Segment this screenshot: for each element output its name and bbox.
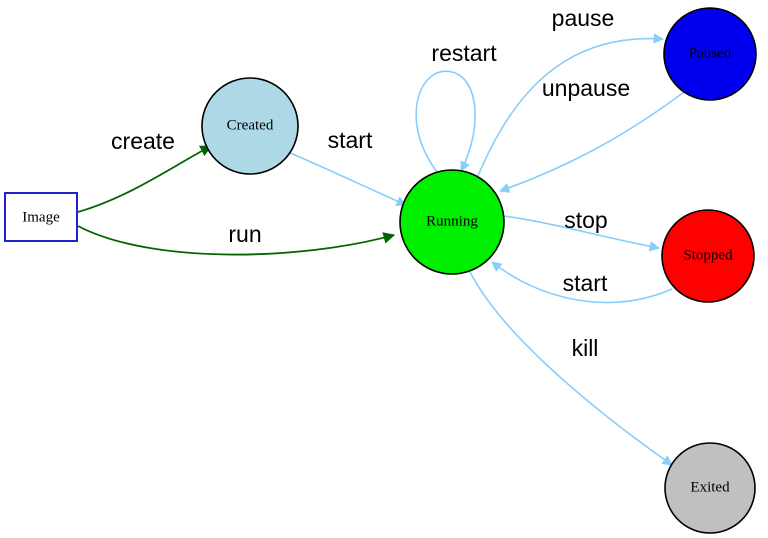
edge-restart-path bbox=[415, 70, 476, 173]
edge-stop-path bbox=[503, 215, 661, 252]
node-created[interactable]: Created bbox=[201, 77, 299, 175]
nodes-layer: Image Created Running Paused Stopped Exi bbox=[4, 7, 757, 534]
edge-run-path bbox=[77, 225, 396, 256]
edge-label-pause: pause bbox=[552, 5, 615, 31]
edge-label-start-created: start bbox=[328, 127, 373, 153]
node-created-circle[interactable] bbox=[201, 77, 299, 175]
edge-pause-path bbox=[477, 33, 665, 177]
edge-label-start-stopped: start bbox=[563, 270, 608, 296]
edge-label-create: create bbox=[111, 128, 175, 154]
edge-unpause-path bbox=[499, 91, 685, 193]
edge-kill-path bbox=[469, 271, 673, 466]
edge-create-path bbox=[77, 145, 213, 213]
edges-layer bbox=[77, 33, 685, 466]
node-running-circle[interactable] bbox=[399, 169, 505, 275]
node-exited[interactable]: Exited bbox=[664, 442, 756, 534]
node-running[interactable]: Running bbox=[399, 169, 505, 275]
edge-start-stopped-path bbox=[491, 261, 673, 304]
edge-labels-layer: create run start restart pause unpause s… bbox=[111, 5, 630, 361]
edge-label-kill: kill bbox=[572, 335, 599, 361]
node-stopped-circle[interactable] bbox=[661, 209, 755, 303]
edge-label-run: run bbox=[228, 221, 261, 247]
node-paused-circle[interactable] bbox=[663, 7, 757, 101]
edge-label-unpause: unpause bbox=[542, 75, 630, 101]
node-paused[interactable]: Paused bbox=[663, 7, 757, 101]
node-exited-circle[interactable] bbox=[664, 442, 756, 534]
edge-label-restart: restart bbox=[431, 40, 497, 66]
edge-start-created-path bbox=[287, 151, 407, 206]
node-image[interactable]: Image bbox=[4, 192, 78, 242]
node-image-rect[interactable] bbox=[4, 192, 78, 242]
node-stopped[interactable]: Stopped bbox=[661, 209, 755, 303]
